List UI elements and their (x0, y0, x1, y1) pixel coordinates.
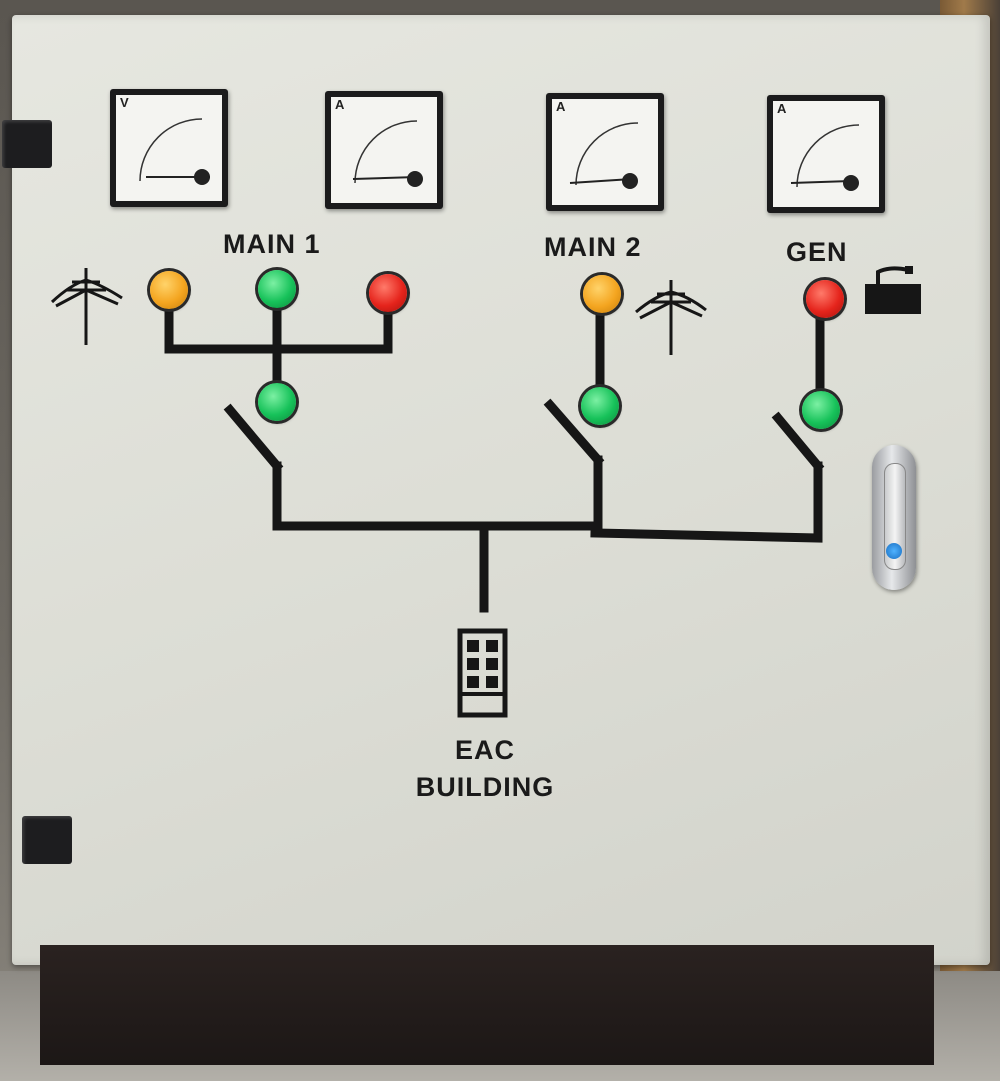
main1-orange-indicator-lamp (150, 271, 188, 309)
ammeter-main1-dial (352, 120, 423, 187)
power-pylon-icon (635, 280, 707, 355)
voltmeter-dial (139, 118, 210, 185)
power-pylon-icon (50, 268, 123, 345)
main1-breaker-green-lamp (258, 383, 296, 421)
cabinet-plinth (40, 945, 934, 1065)
eac-label: EAC (454, 735, 515, 765)
ammeter-main2-unit: A (556, 99, 566, 114)
main1-label: MAIN 1 (223, 229, 321, 259)
bottom-hinge (22, 816, 72, 864)
main2-orange-indicator-lamp (583, 275, 621, 313)
lock-button-icon[interactable] (886, 543, 902, 559)
generator-icon (865, 266, 921, 314)
voltmeter: V (110, 89, 228, 207)
gen-red-indicator-lamp (806, 280, 844, 318)
main2-label: MAIN 2 (544, 232, 642, 262)
gen-breaker-green-lamp (802, 391, 840, 429)
ammeter-gen-unit: A (777, 101, 787, 116)
ammeter-main1: A (325, 91, 443, 209)
ammeter-gen-dial (790, 124, 860, 191)
building-label: BUILDING (415, 772, 555, 802)
building-icon (457, 628, 508, 718)
ammeter-gen: A (767, 95, 885, 213)
main2-breaker-green-lamp (581, 387, 619, 425)
door-handle[interactable] (872, 445, 916, 590)
ammeter-main1-unit: A (335, 97, 345, 112)
voltmeter-unit: V (120, 95, 129, 110)
top-hinge (2, 120, 52, 168)
main1-red-indicator-lamp (369, 274, 407, 312)
ammeter-main2-dial (569, 122, 639, 189)
gen-label: GEN (786, 237, 848, 267)
main1-green-indicator-lamp (258, 270, 296, 308)
ammeter-main2: A (546, 93, 664, 211)
